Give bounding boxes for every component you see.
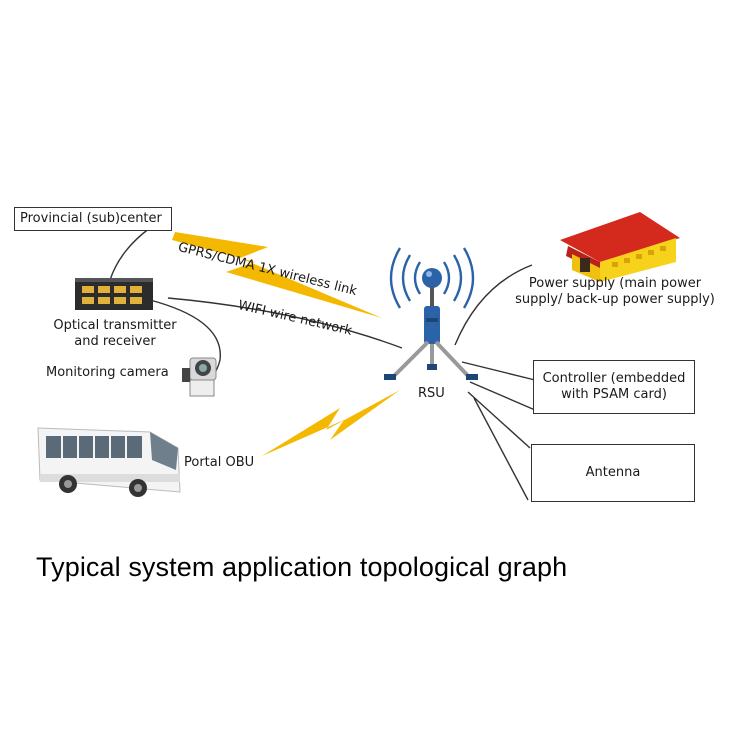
house-icon — [560, 212, 680, 282]
link-wifi — [167, 297, 403, 349]
bus-icon — [37, 427, 181, 497]
antenna-box: Antenna — [531, 444, 695, 502]
rsu-icon — [384, 268, 478, 380]
link-power — [454, 264, 533, 346]
link-controller-2 — [469, 381, 536, 411]
link-controller — [461, 361, 536, 381]
wireless-signal-icon — [389, 247, 475, 309]
gprs-lightning-icon — [172, 232, 382, 318]
obu-lightning-icon — [262, 390, 400, 456]
optical-transmitter-icon — [75, 278, 153, 310]
portal-obu-label: Portal OBU — [184, 455, 255, 470]
optical-transmitter-label: Optical transmitter and receiver — [53, 318, 177, 349]
provincial-center-box: Provincial (sub)center — [14, 207, 172, 231]
link-center-to-optical — [109, 227, 151, 281]
controller-box: Controller (embedded with PSAM card) — [533, 360, 695, 414]
rsu-label: RSU — [418, 386, 445, 401]
link-antenna — [467, 391, 531, 449]
diagram-caption: Typical system application topological g… — [36, 552, 568, 582]
power-supply-label: Power supply (main power supply/ back-up… — [515, 276, 715, 307]
monitoring-camera-label: Monitoring camera — [46, 365, 169, 380]
link-antenna-2 — [473, 397, 529, 501]
camera-icon — [182, 357, 217, 397]
